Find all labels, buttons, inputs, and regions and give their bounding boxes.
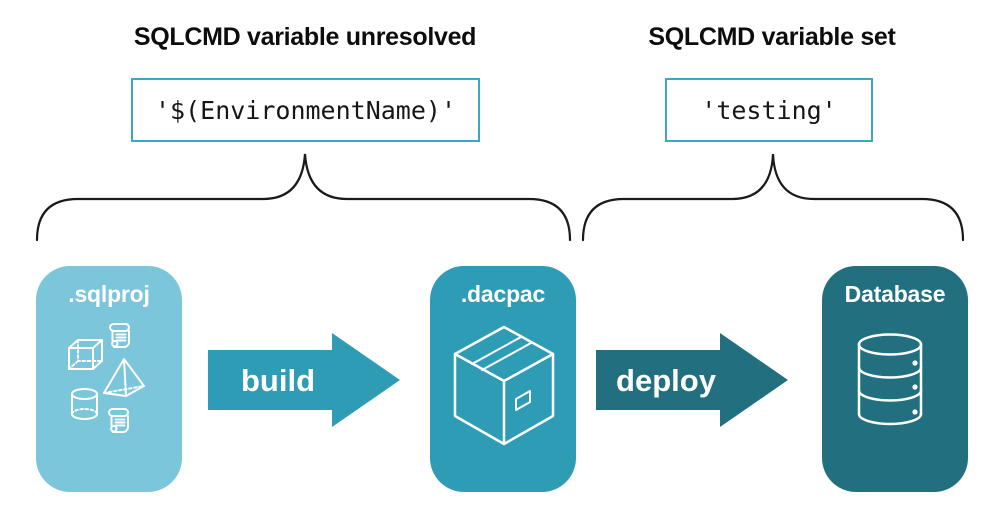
code-box-unresolved: '$(EnvironmentName)'	[131, 78, 480, 142]
database-cylinder-icon	[857, 333, 923, 426]
code-value-set: 'testing'	[701, 95, 837, 125]
build-arrow-label: build	[241, 363, 315, 398]
database-label: Database	[844, 281, 946, 307]
package-label-icon	[515, 390, 531, 411]
db-dot-icon	[912, 409, 918, 415]
script-scroll-icon	[109, 323, 130, 348]
cube-icon	[68, 339, 103, 370]
stage-card-database: Database	[822, 266, 968, 492]
right-brace	[581, 153, 965, 242]
sqlproj-label: .sqlproj	[68, 281, 150, 307]
build-arrow-shape	[208, 333, 400, 427]
dacpac-label: .dacpac	[460, 281, 546, 307]
pyramid-icon	[103, 358, 145, 397]
code-box-set: 'testing'	[665, 78, 873, 142]
deploy-arrow: deploy	[596, 333, 788, 427]
heading-sqlcmd-set: SQLCMD variable set	[648, 23, 896, 51]
stage-card-sqlproj: .sqlproj	[36, 266, 182, 492]
build-arrow: build	[208, 333, 400, 427]
cylinder-icon	[71, 388, 98, 420]
db-dot-icon	[912, 360, 918, 366]
deploy-arrow-shape	[596, 333, 788, 427]
deploy-arrow-label: deploy	[616, 363, 717, 398]
sql-objects-icon	[68, 323, 145, 433]
left-brace	[35, 153, 572, 242]
stage-card-dacpac: .dacpac	[430, 266, 576, 492]
heading-sqlcmd-unresolved: SQLCMD variable unresolved	[133, 23, 477, 51]
db-dot-icon	[912, 384, 918, 390]
package-box-icon	[453, 325, 555, 446]
script-scroll-icon	[108, 408, 129, 433]
code-value-unresolved: '$(EnvironmentName)'	[154, 95, 457, 125]
